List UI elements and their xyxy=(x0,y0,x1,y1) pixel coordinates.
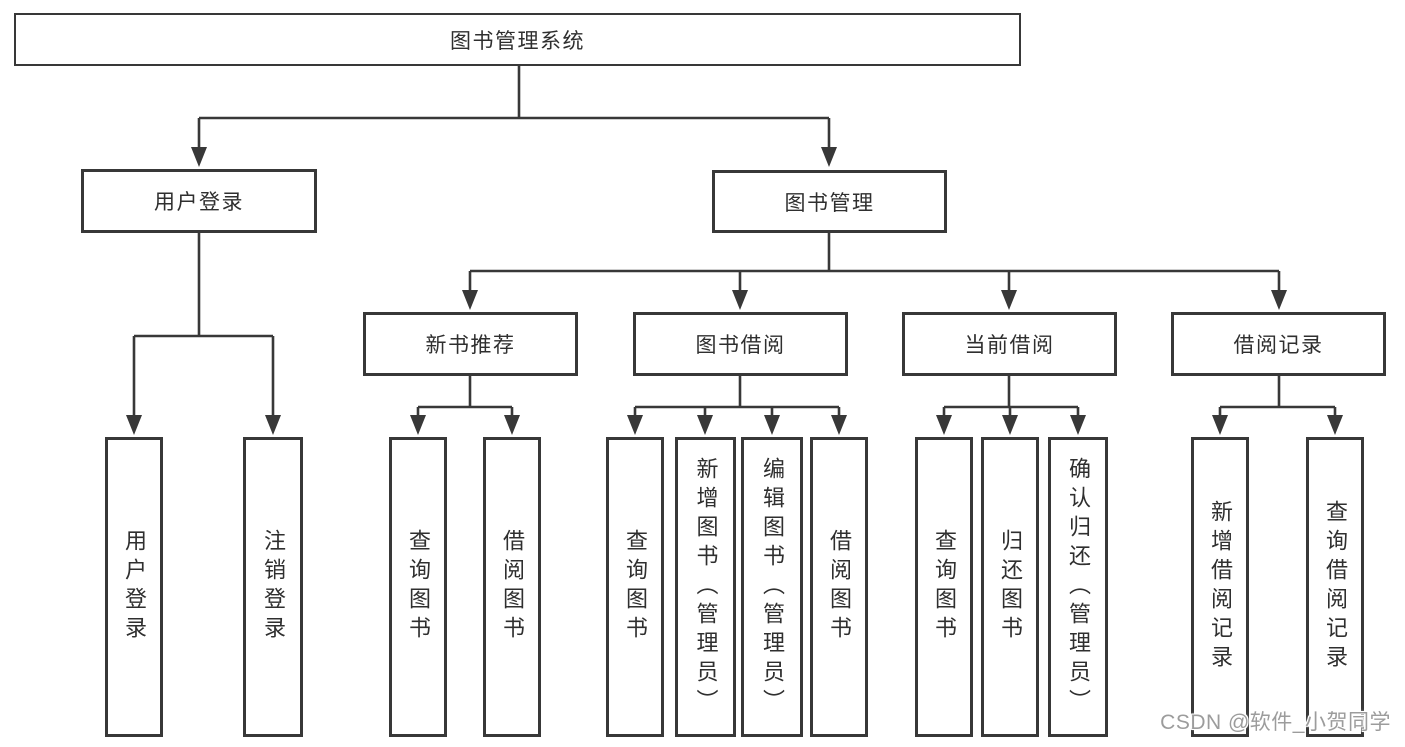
leaf-records-query-record: 查询借阅记录 xyxy=(1306,437,1364,737)
leaf-borrow-borrow-books: 借阅图书 xyxy=(810,437,868,737)
leaf-borrow-query-books: 查询图书 xyxy=(606,437,664,737)
node-book-borrow: 图书借阅 xyxy=(633,312,848,376)
node-user-login: 用户登录 xyxy=(81,169,317,233)
node-book-management: 图书管理 xyxy=(712,170,947,233)
node-root: 图书管理系统 xyxy=(14,13,1021,66)
node-current-borrow: 当前借阅 xyxy=(902,312,1117,376)
watermark: CSDN @软件_小贺同学 xyxy=(1160,711,1391,734)
leaf-newrec-borrow-books: 借阅图书 xyxy=(483,437,541,737)
leaf-current-query-books: 查询图书 xyxy=(915,437,973,737)
leaf-logout: 注销登录 xyxy=(243,437,303,737)
leaf-current-return-books: 归还图书 xyxy=(981,437,1039,737)
node-borrow-records: 借阅记录 xyxy=(1171,312,1386,376)
node-new-book-recommend: 新书推荐 xyxy=(363,312,578,376)
leaf-records-add-record: 新增借阅记录 xyxy=(1191,437,1249,737)
leaf-borrow-add-books-admin: 新增图书（管理员） xyxy=(675,437,736,737)
leaf-current-confirm-return-admin: 确认归还（管理员） xyxy=(1048,437,1108,737)
leaf-borrow-edit-books-admin: 编辑图书（管理员） xyxy=(741,437,803,737)
leaf-newrec-query-books: 查询图书 xyxy=(389,437,447,737)
leaf-user-login: 用户登录 xyxy=(105,437,163,737)
